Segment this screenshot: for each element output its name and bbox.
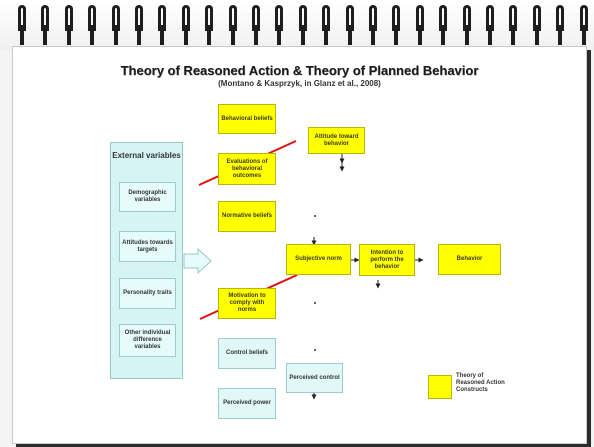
binding-ring: [228, 5, 238, 45]
external-item-demographic: Demographic variables: [119, 182, 176, 212]
node-normative-beliefs: Normative beliefs: [218, 201, 276, 232]
binding-ring: [438, 5, 448, 45]
node-subjective-norm: Subjective norm: [286, 244, 351, 275]
binding-ring: [555, 5, 565, 45]
node-evaluations: Evaluations of behavioral outcomes: [218, 153, 276, 185]
slide-page: Theory of Reasoned Action & Theory of Pl…: [12, 46, 587, 444]
binding-ring: [415, 5, 425, 45]
node-behavior: Behavior: [438, 244, 501, 275]
binding-ring: [532, 5, 542, 45]
node-perceived-control: Perceived control: [286, 363, 343, 393]
page-title: Theory of Reasoned Action & Theory of Pl…: [120, 63, 479, 78]
binding-ring: [64, 5, 74, 45]
binding-ring: [485, 5, 495, 45]
legend-swatch: [428, 375, 452, 399]
external-to-model-arrow: [183, 247, 212, 275]
page-citation: (Montano & Kasprzyk, in Glanz et al., 20…: [218, 79, 381, 88]
binding-ring: [181, 5, 191, 45]
binding-ring: [579, 5, 589, 45]
binding-ring: [157, 5, 167, 45]
node-behavioral-beliefs: Behavioral beliefs: [218, 104, 276, 134]
external-item-attitudes: Attitudes towards targets: [119, 231, 176, 262]
binding-ring: [321, 5, 331, 45]
binding-ring: [462, 5, 472, 45]
connector-dot: [314, 215, 316, 217]
binding-ring: [298, 5, 308, 45]
node-intention: Intention to perform the behavior: [359, 244, 415, 276]
binding-ring: [134, 5, 144, 45]
connector-dot: [314, 302, 316, 304]
binding-ring: [391, 5, 401, 45]
node-perceived-power: Perceived power: [218, 388, 276, 419]
node-motivation: Motivation to comply with norms: [218, 288, 276, 319]
node-control-beliefs: Control beliefs: [218, 338, 276, 369]
binding-ring: [204, 5, 214, 45]
binding-ring: [508, 5, 518, 45]
binding-ring: [111, 5, 121, 45]
binding-ring: [274, 5, 284, 45]
legend-label: Theory of Reasoned Action Constructs: [456, 373, 505, 393]
external-variables-panel: External variables Demographic variables…: [110, 142, 183, 379]
binding-ring: [17, 5, 27, 45]
binding-ring: [40, 5, 50, 45]
spiral-binding: [0, 0, 594, 50]
binding-ring: [87, 5, 97, 45]
external-item-personality: Personality traits: [119, 278, 176, 309]
binding-ring: [251, 5, 261, 45]
node-attitude: Attitude toward behavior: [308, 127, 365, 154]
connector-dot: [314, 349, 316, 351]
external-item-other-differences: Other individual difference variables: [119, 324, 176, 357]
external-variables-title: External variables: [112, 151, 181, 160]
binding-ring: [345, 5, 355, 45]
binding-ring: [368, 5, 378, 45]
